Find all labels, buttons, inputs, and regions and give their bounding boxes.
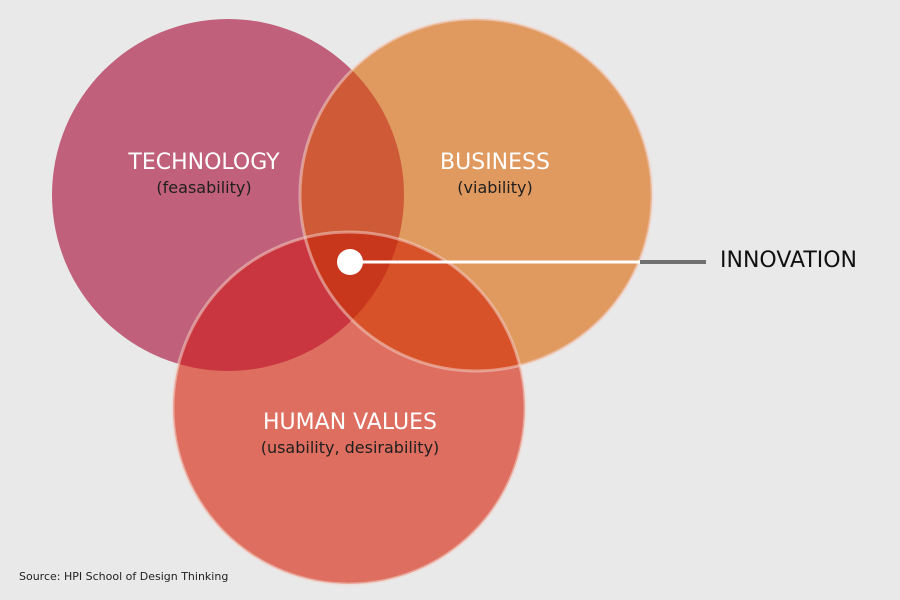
business-label: BUSINESS (viability) xyxy=(395,150,595,197)
business-subtitle: (viability) xyxy=(457,178,533,197)
human-values-circle-outline xyxy=(171,230,527,586)
technology-human-overlap xyxy=(173,232,404,371)
business-circle-outline xyxy=(298,17,654,373)
technology-title: TECHNOLOGY xyxy=(128,150,280,175)
innovation-label: INNOVATION xyxy=(720,248,858,273)
innovation-marker-dot xyxy=(337,249,363,275)
technology-subtitle: (feasability) xyxy=(156,178,252,197)
human-values-label: HUMAN VALUES (usability, desirability) xyxy=(230,410,470,457)
source-note: Source: HPI School of Design Thinking xyxy=(19,570,229,583)
business-human-overlap xyxy=(300,232,525,371)
human-values-subtitle: (usability, desirability) xyxy=(260,438,440,457)
business-title: BUSINESS xyxy=(440,150,550,175)
human-values-title: HUMAN VALUES xyxy=(263,410,437,435)
technology-label: TECHNOLOGY (feasability) xyxy=(104,150,304,197)
